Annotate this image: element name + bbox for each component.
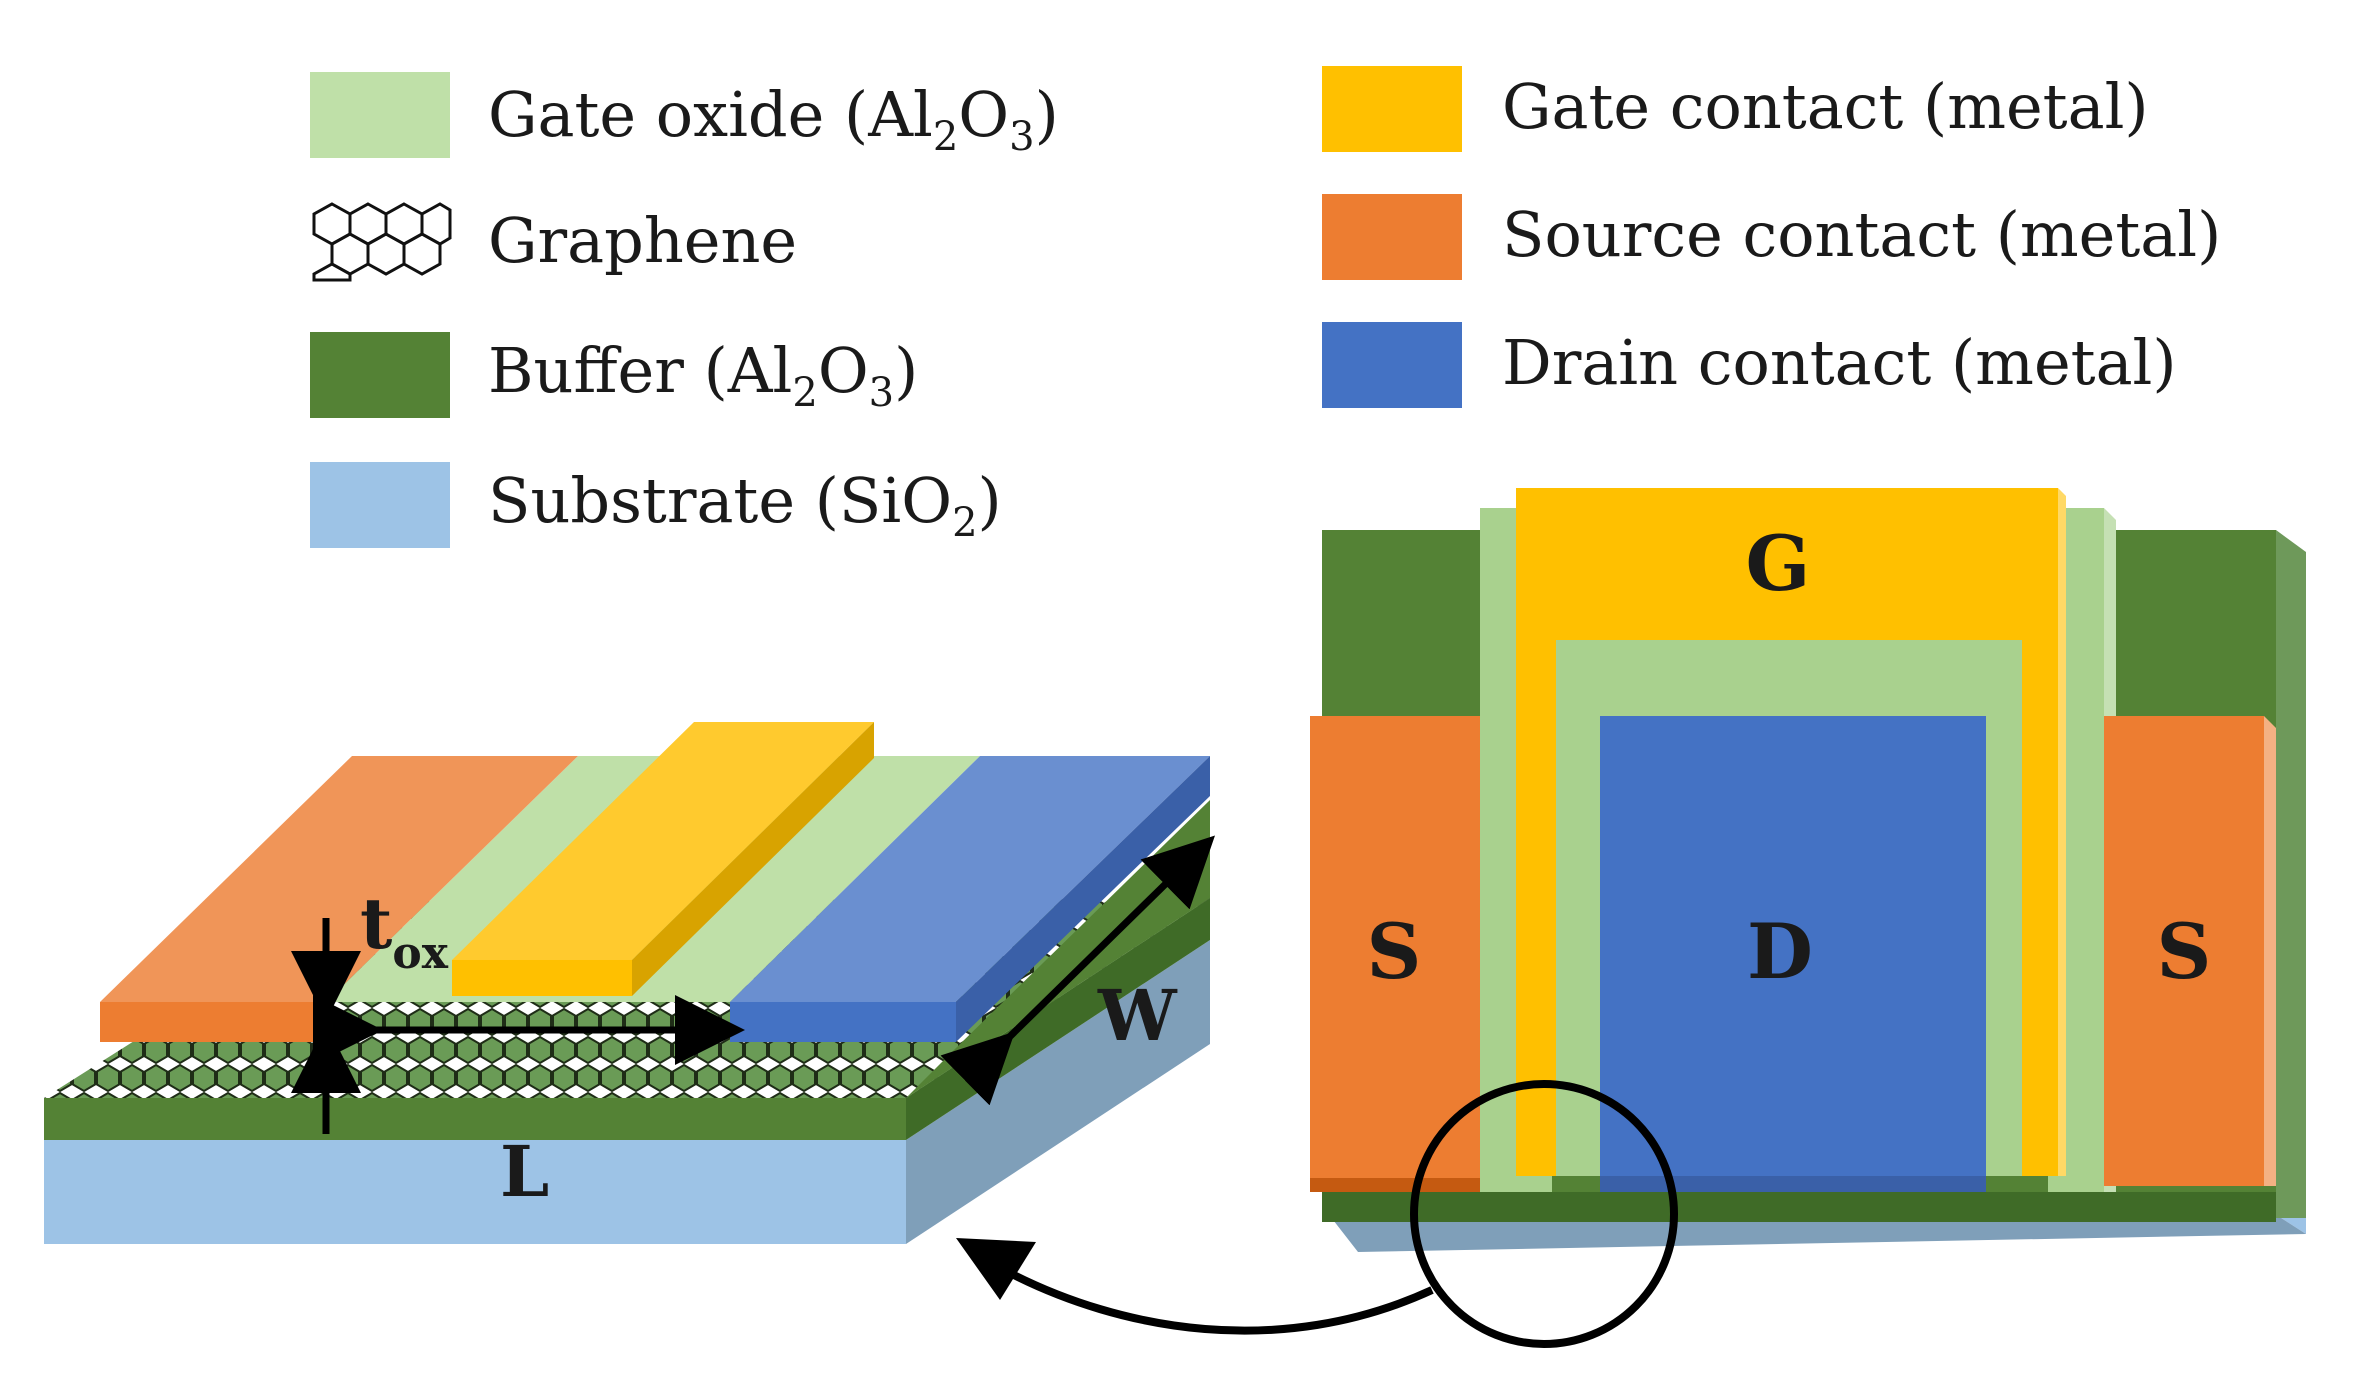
tv-drain-bottom bbox=[1600, 1176, 1986, 1192]
substrate-front bbox=[44, 1140, 906, 1244]
legend-swatch-buffer bbox=[310, 332, 450, 418]
device-3d: tox L W bbox=[44, 722, 1215, 1244]
legend-label-gate-contact: Gate contact (metal) bbox=[1502, 70, 2149, 143]
legend-label-drain-contact: Drain contact (metal) bbox=[1502, 326, 2177, 399]
tox-label: tox bbox=[360, 882, 449, 979]
tv-label-gate: G bbox=[1746, 519, 1811, 608]
zoom-pointer-arrow bbox=[956, 1238, 1434, 1335]
gate-contact-side bbox=[632, 722, 874, 996]
length-label: L bbox=[500, 1130, 549, 1213]
tv-label-source-left: S bbox=[1367, 907, 1422, 996]
tv-substrate-bottom bbox=[1330, 1216, 2306, 1252]
legend-swatch-drain-contact bbox=[1322, 322, 1462, 408]
source-contact-front bbox=[100, 1002, 326, 1042]
legend-label-buffer: Buffer (Al2O3) bbox=[488, 334, 918, 416]
legend-swatch-substrate bbox=[310, 462, 450, 548]
gate-contact-top bbox=[452, 722, 874, 960]
width-label: W bbox=[1097, 974, 1178, 1057]
tv-buffer-side bbox=[2276, 530, 2306, 1218]
legend: Gate oxide (Al2O3) Graphene Buffer (Al2O… bbox=[310, 66, 2221, 548]
tv-gate-contact-side bbox=[2058, 488, 2066, 1176]
tv-source-contact-left bbox=[1310, 716, 1480, 1186]
gate-contact-front bbox=[452, 960, 632, 996]
legend-label-graphene: Graphene bbox=[488, 204, 797, 277]
legend-label-substrate: Substrate (SiO2) bbox=[488, 464, 1002, 546]
legend-swatch-gate-oxide bbox=[310, 72, 450, 158]
top-view: G S D S bbox=[1310, 488, 2306, 1348]
drain-contact-front bbox=[730, 1002, 956, 1042]
zoom-circle bbox=[1410, 1080, 1678, 1348]
source-contact-top bbox=[100, 756, 578, 1002]
tv-gate-contact bbox=[1516, 488, 2058, 1176]
tv-drain-contact bbox=[1600, 716, 1986, 1188]
tv-source-left-bottom bbox=[1310, 1178, 1480, 1192]
graphene-lattice-icon bbox=[312, 202, 452, 282]
legend-swatch-source-contact bbox=[1322, 194, 1462, 280]
tv-source-contact-right bbox=[2104, 716, 2264, 1186]
legend-label-source-contact: Source contact (metal) bbox=[1502, 198, 2221, 271]
buffer-front bbox=[44, 1098, 906, 1140]
tv-buffer-bottom bbox=[1322, 1192, 2276, 1222]
tv-label-source-right: S bbox=[2157, 907, 2212, 996]
legend-label-gate-oxide: Gate oxide (Al2O3) bbox=[488, 78, 1059, 160]
width-arrow bbox=[940, 835, 1215, 1106]
tv-source-right-side bbox=[2264, 716, 2276, 1186]
tv-inner-oxide bbox=[1556, 640, 2022, 1176]
legend-swatch-gate-contact bbox=[1322, 66, 1462, 152]
tv-label-drain: D bbox=[1747, 907, 1813, 996]
